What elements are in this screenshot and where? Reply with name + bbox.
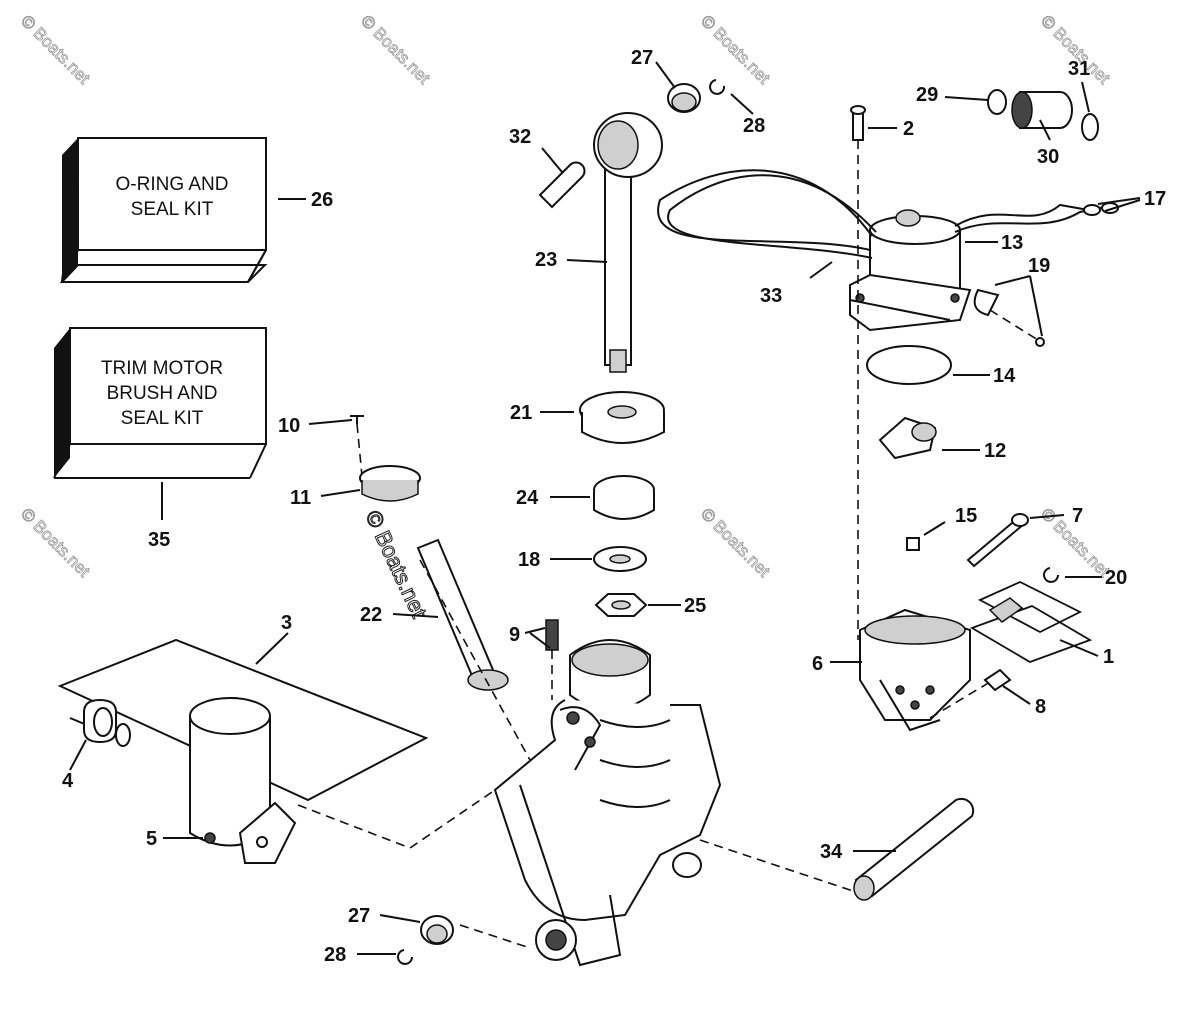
callout-1: 1 [1103, 646, 1114, 668]
watermark: © Boats.net [357, 11, 434, 88]
callout-24: 24 [516, 487, 539, 509]
callout-20: 20 [1105, 567, 1127, 589]
callout-25: 25 [684, 595, 706, 617]
part-drawings [57, 79, 1119, 967]
watermark: © Boats.net [17, 504, 94, 581]
callout-7: 7 [1072, 505, 1083, 527]
callout-23: 23 [535, 249, 557, 271]
kit-label-line: O-RING AND [116, 174, 229, 195]
callout-12: 12 [984, 440, 1006, 462]
callout-22: 22 [360, 604, 382, 626]
callout-15: 15 [955, 505, 977, 527]
kit-label-line: SEAL KIT [121, 408, 204, 429]
callout-13: 13 [1001, 232, 1023, 254]
callout-21: 21 [510, 402, 532, 424]
callout-19: 19 [1028, 255, 1050, 277]
callout-34: 34 [820, 841, 843, 863]
callout-2: 2 [903, 118, 914, 140]
callout-5: 5 [146, 828, 157, 850]
watermark: © Boats.net [17, 11, 94, 88]
callout-27: 27 [631, 47, 653, 69]
callout-10: 10 [278, 415, 300, 437]
callout-6: 6 [812, 653, 823, 675]
callout-33: 33 [760, 285, 782, 307]
watermark: © Boats.net [697, 504, 774, 581]
callout-27: 27 [348, 905, 370, 927]
callout-4: 4 [62, 770, 74, 792]
watermark: © Boats.net [697, 11, 774, 88]
callout-30: 30 [1037, 146, 1059, 168]
kit-label-line: SEAL KIT [131, 199, 214, 220]
callout-32: 32 [509, 126, 531, 148]
callout-11: 11 [290, 487, 311, 509]
callout-31: 31 [1068, 58, 1090, 80]
callout-leaders [69, 61, 1141, 955]
callout-3: 3 [281, 612, 292, 634]
callout-17: 17 [1144, 188, 1166, 210]
callout-28: 28 [743, 115, 765, 137]
callout-26: 26 [311, 189, 333, 211]
kit-label-line: BRUSH AND [107, 383, 218, 404]
callout-28: 28 [324, 944, 346, 966]
callout-9: 9 [509, 624, 520, 646]
kit-label-line: TRIM MOTOR [101, 358, 223, 379]
kit-box-26: O-RING AND SEAL KIT [59, 137, 268, 283]
callout-29: 29 [916, 84, 938, 106]
callout-labels: 1 2 3 4 5 6 7 8 9 10 11 12 13 14 15 17 1… [62, 47, 1166, 966]
callout-18: 18 [518, 549, 540, 571]
kit-box-35: TRIM MOTOR BRUSH AND SEAL KIT [53, 327, 267, 479]
callout-8: 8 [1035, 696, 1046, 718]
callout-14: 14 [993, 365, 1016, 387]
callout-35: 35 [148, 529, 170, 551]
